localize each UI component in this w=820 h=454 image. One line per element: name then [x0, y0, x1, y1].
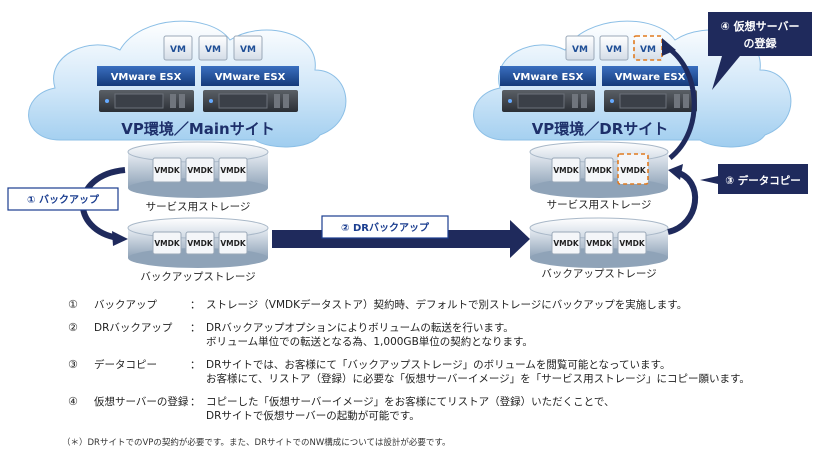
vm-box — [599, 35, 629, 61]
vmdk-label: VMDK — [154, 166, 180, 175]
dr-site-title: VP環境／DRサイト — [532, 120, 669, 138]
main-server-group — [99, 90, 298, 112]
main-backup-storage: VMDK VMDK VMDK — [127, 217, 269, 268]
esx-box — [500, 66, 596, 86]
vm-box — [565, 35, 595, 61]
vm-label: VM — [205, 45, 221, 55]
main-backup-storage-label: バックアップストレージ — [140, 271, 255, 283]
vmdk-box — [152, 157, 182, 183]
vmdk-box — [218, 231, 248, 255]
esx-box — [97, 66, 195, 86]
vmdk-label: VMDK — [619, 239, 645, 248]
data-copy-arrow-head — [668, 164, 683, 180]
esx-box — [602, 66, 698, 86]
register-arrow-head — [662, 38, 676, 56]
esx-label: VMware ESX — [215, 72, 286, 83]
main-vm-group: VM VM VM — [163, 35, 263, 61]
vmdk-label: VMDK — [154, 239, 180, 248]
vm-label: VM — [640, 45, 656, 55]
vm-label: VM — [572, 45, 588, 55]
vmdk-label: VMDK — [586, 166, 612, 175]
data-copy-callout-label: ③ データコピー — [725, 174, 801, 187]
esx-label: VMware ESX — [615, 72, 686, 83]
vmdk-label: VMDK — [220, 239, 246, 248]
register-callout-line1: ④ 仮想サーバー — [720, 19, 799, 33]
dr-server-group — [502, 90, 697, 112]
dr-backup-storage: VMDK VMDK VMDK — [529, 217, 669, 268]
vm-label: VM — [606, 45, 622, 55]
dr-backup-callout-label: ② DRバックアップ — [341, 221, 430, 234]
vmdk-box — [218, 157, 248, 183]
vmdk-box — [617, 231, 647, 255]
vmdk-label: VMDK — [187, 166, 213, 175]
main-service-storage: VMDK VMDK VMDK — [127, 141, 269, 198]
dr-backup-storage-label: バックアップストレージ — [541, 268, 656, 280]
vm-label: VM — [170, 45, 186, 55]
vmdk-box — [551, 157, 581, 183]
copied-vmdk-box — [617, 153, 649, 185]
backup-callout-label: ① バックアップ — [27, 193, 100, 206]
vmdk-box — [551, 231, 581, 255]
esx-label: VMware ESX — [513, 72, 584, 83]
vmdk-label: VMDK — [187, 239, 213, 248]
dr-esx-group: VMware ESX VMware ESX — [500, 66, 698, 86]
backup-callout — [7, 187, 119, 211]
vmdk-label: VMDK — [553, 166, 579, 175]
vmdk-label: VMDK — [620, 166, 646, 175]
vm-box — [163, 35, 193, 61]
vmdk-label: VMDK — [220, 166, 246, 175]
register-arrow — [666, 45, 697, 160]
vm-box — [198, 35, 228, 61]
vm-box — [233, 35, 263, 61]
esx-label: VMware ESX — [111, 72, 182, 83]
vmdk-label: VMDK — [586, 239, 612, 248]
esx-box — [201, 66, 299, 86]
vm-label: VM — [240, 45, 256, 55]
backup-arrow-head — [112, 231, 128, 246]
vmdk-box — [152, 231, 182, 255]
vmdk-box — [584, 231, 614, 255]
dr-vm-group: VM VM VM — [565, 35, 663, 61]
register-callout — [708, 12, 812, 90]
register-callout-line2: の登録 — [744, 36, 778, 50]
data-copy-callout — [700, 164, 808, 194]
data-copy-arrow — [667, 169, 699, 235]
vmdk-box — [584, 157, 614, 183]
dr-service-storage-label: サービス用ストレージ — [547, 199, 652, 211]
main-esx-group: VMware ESX VMware ESX — [97, 66, 299, 86]
dr-service-storage: VMDK VMDK VMDK — [529, 141, 669, 198]
vmdk-label: VMDK — [553, 239, 579, 248]
vmdk-box — [185, 231, 215, 255]
vmdk-box — [185, 157, 215, 183]
main-site-title: VP環境／Mainサイト — [121, 120, 274, 138]
main-service-storage-label: サービス用ストレージ — [146, 201, 251, 213]
dr-backup-callout — [321, 215, 449, 239]
